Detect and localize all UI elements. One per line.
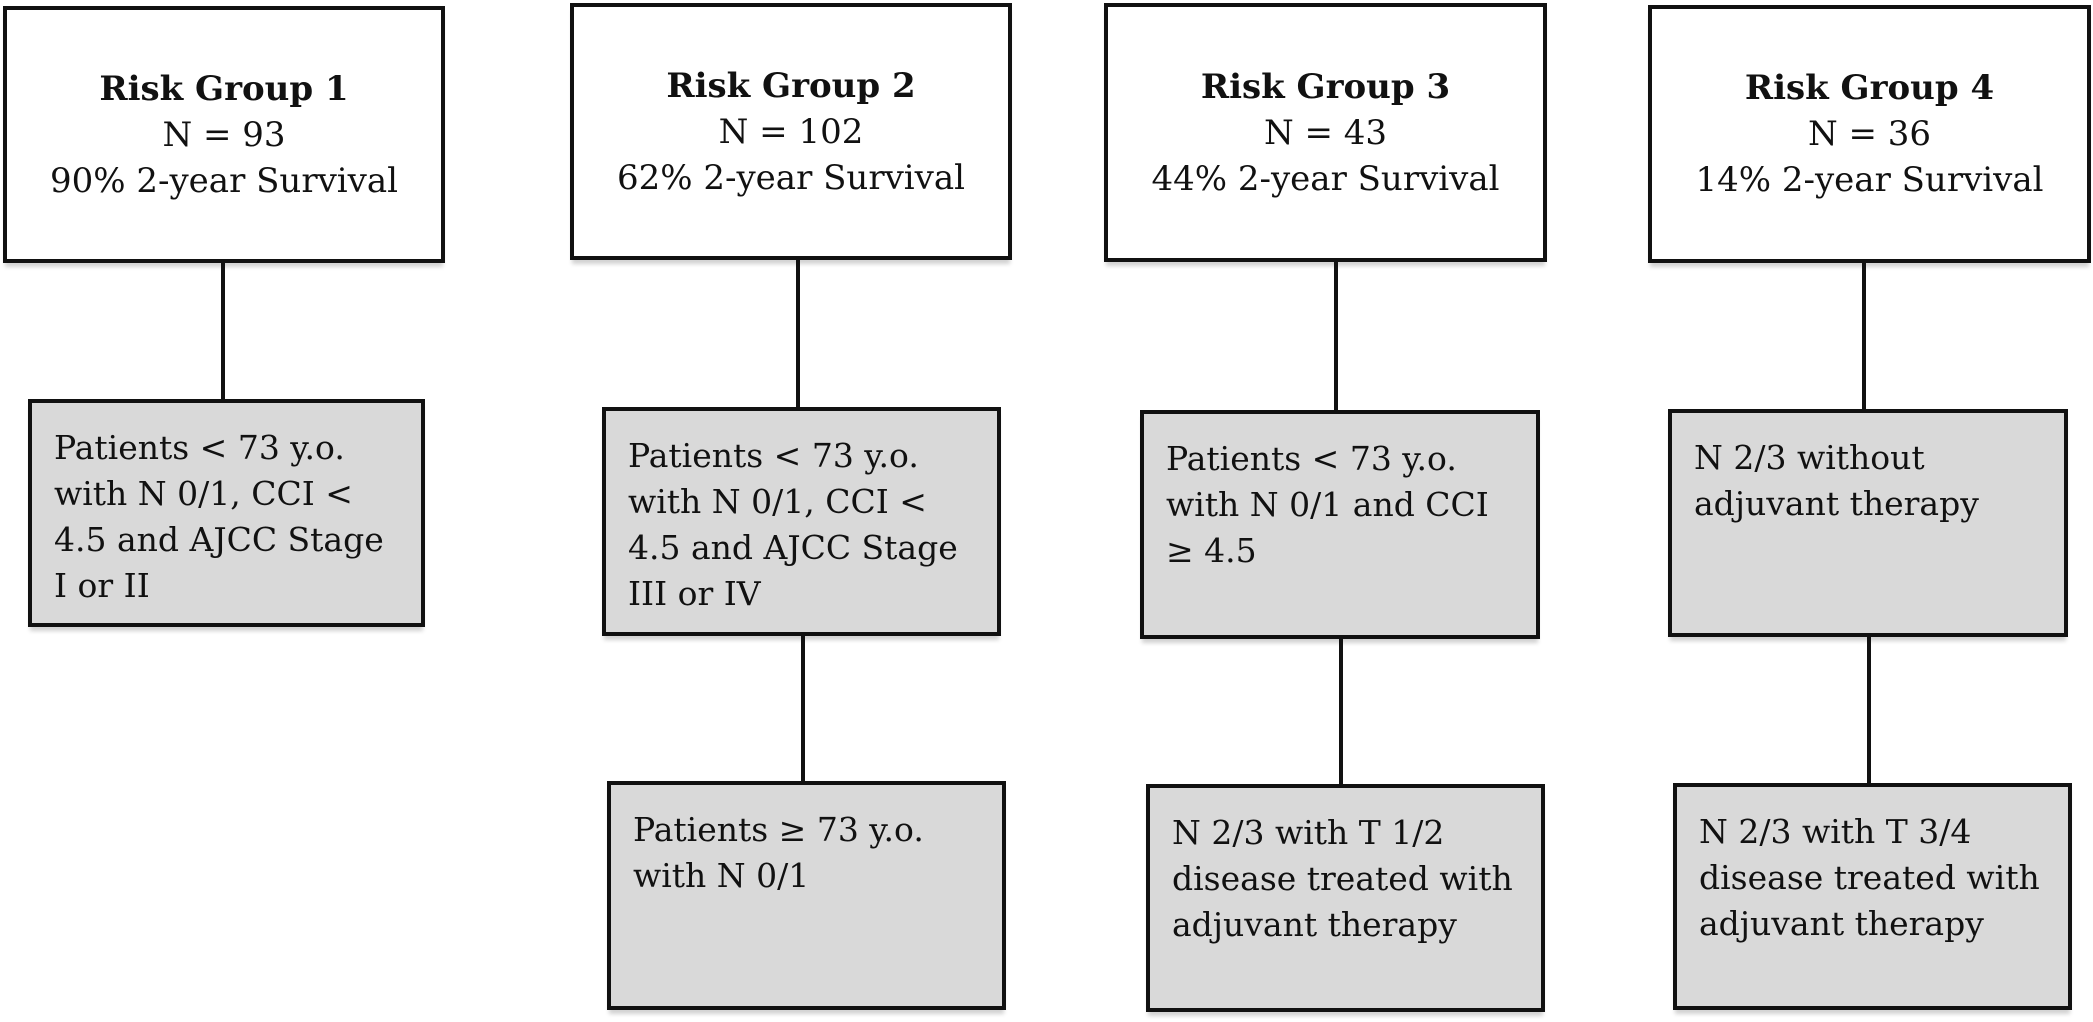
risk-group-3-criterion-2: N 2/3 with T 1/2 disease treated with ad… [1146,784,1545,1012]
risk-group-1-count: N = 93 [162,114,286,155]
risk-group-4-title: Risk Group 4 [1744,68,1995,108]
criterion-text: Patients < 73 y.o. with N 0/1, CCI < 4.5… [628,436,958,613]
connector [221,263,225,399]
risk-group-4-survival: 14% 2-year Survival [1695,160,2044,200]
criterion-text: Patients < 73 y.o. with N 0/1, CCI < 4.5… [54,428,384,605]
connector [796,260,800,407]
criterion-text: N 2/3 with T 3/4 disease treated with ad… [1699,812,2040,943]
criterion-text: Patients < 73 y.o. with N 0/1 and CCI ≥ … [1166,439,1489,570]
connector [1334,262,1338,410]
risk-group-3-criterion-1: Patients < 73 y.o. with N 0/1 and CCI ≥ … [1140,410,1540,639]
risk-group-4-criterion-1: N 2/3 without adjuvant therapy [1668,409,2068,637]
criterion-text: N 2/3 without adjuvant therapy [1694,438,1979,523]
risk-group-4-criterion-2: N 2/3 with T 3/4 disease treated with ad… [1673,783,2072,1010]
connector [1867,637,1871,783]
connector [801,636,805,781]
risk-group-3-survival: 44% 2-year Survival [1151,158,1500,199]
risk-group-1-header: Risk Group 1 N = 93 90% 2-year Survival [3,6,445,263]
criterion-text: N 2/3 with T 1/2 disease treated with ad… [1172,813,1513,944]
risk-group-3-title: Risk Group 3 [1200,66,1451,107]
risk-group-3-header: Risk Group 3 N = 43 44% 2-year Survival [1104,3,1547,262]
risk-group-1-survival: 90% 2-year Survival [49,160,399,201]
risk-group-2-survival: 62% 2-year Survival [616,157,966,198]
risk-group-2-count: N = 102 [718,111,864,152]
risk-group-2-criterion-2: Patients ≥ 73 y.o. with N 0/1 [607,781,1006,1010]
risk-group-3-count: N = 43 [1263,112,1388,153]
criterion-text: Patients ≥ 73 y.o. with N 0/1 [633,810,924,895]
risk-group-2-title: Risk Group 2 [666,65,916,106]
risk-group-1-criterion-1: Patients < 73 y.o. with N 0/1, CCI < 4.5… [28,399,425,627]
risk-group-1-title: Risk Group 1 [99,68,349,109]
risk-group-2-criterion-1: Patients < 73 y.o. with N 0/1, CCI < 4.5… [602,407,1001,636]
connector [1862,263,1866,409]
risk-group-2-header: Risk Group 2 N = 102 62% 2-year Survival [570,3,1012,260]
risk-group-4-count: N = 36 [1807,114,1932,154]
connector [1339,639,1343,784]
risk-group-4-header: Risk Group 4 N = 36 14% 2-year Survival [1648,5,2091,263]
